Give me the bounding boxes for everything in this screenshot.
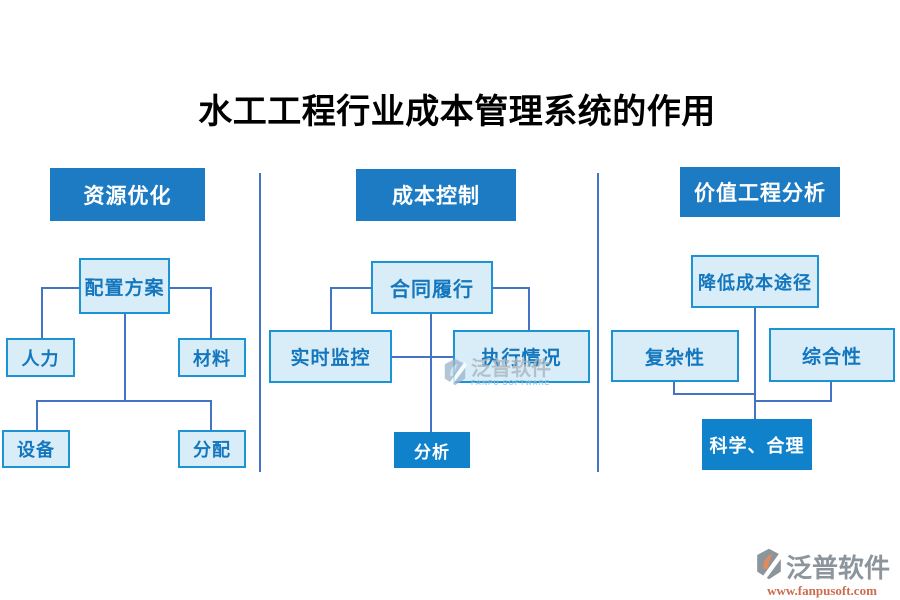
connector-line: [124, 314, 126, 401]
node-execution-status: 执行情况: [453, 330, 590, 383]
watermark-url-text: www.fanpusoft.com: [767, 583, 877, 598]
connector-line: [41, 287, 43, 338]
connector-line: [754, 400, 832, 402]
connector-line: [392, 356, 453, 358]
connector-line: [210, 287, 212, 338]
connector-line: [673, 393, 755, 395]
node-allocation-plan: 配置方案: [79, 258, 170, 314]
page-title: 水工工程行业成本管理系统的作用: [198, 94, 716, 131]
column-separator-left: [259, 173, 261, 472]
connector-line: [430, 314, 432, 432]
node-cost-reduction-path: 降低成本途径: [691, 255, 819, 308]
node-materials: 材料: [178, 338, 246, 377]
header-cost-control: 成本控制: [356, 169, 516, 221]
connector-line: [754, 308, 756, 419]
node-manpower: 人力: [6, 338, 75, 377]
fanpu-logo-icon: [754, 548, 784, 585]
header-resource-optimization: 资源优化: [50, 168, 205, 221]
connector-line: [330, 287, 332, 330]
node-distribution: 分配: [178, 430, 246, 468]
node-complexity: 复杂性: [611, 330, 739, 382]
node-realtime-monitoring: 实时监控: [269, 330, 392, 383]
connector-line: [36, 400, 38, 430]
connector-line: [330, 287, 371, 289]
connector-line: [830, 382, 832, 402]
connector-line: [36, 400, 212, 402]
node-equipment: 设备: [2, 430, 70, 468]
node-analysis: 分析: [394, 432, 470, 468]
column-separator-right: [597, 173, 599, 472]
connector-line: [210, 400, 212, 430]
watermark-footer: 泛普软件 www.fanpusoft.com: [754, 548, 890, 599]
node-contract-performance: 合同履行: [371, 261, 493, 314]
connector-line: [528, 287, 530, 330]
connector-line: [169, 287, 212, 289]
watermark-brand-text: 泛普软件: [786, 554, 891, 583]
header-value-engineering-analysis: 价值工程分析: [680, 167, 840, 217]
connector-line: [41, 287, 79, 289]
node-comprehensiveness: 综合性: [769, 328, 895, 382]
node-scientific-reasonable: 科学、合理: [702, 419, 812, 470]
connector-line: [493, 287, 530, 289]
connector-line: [673, 382, 675, 395]
